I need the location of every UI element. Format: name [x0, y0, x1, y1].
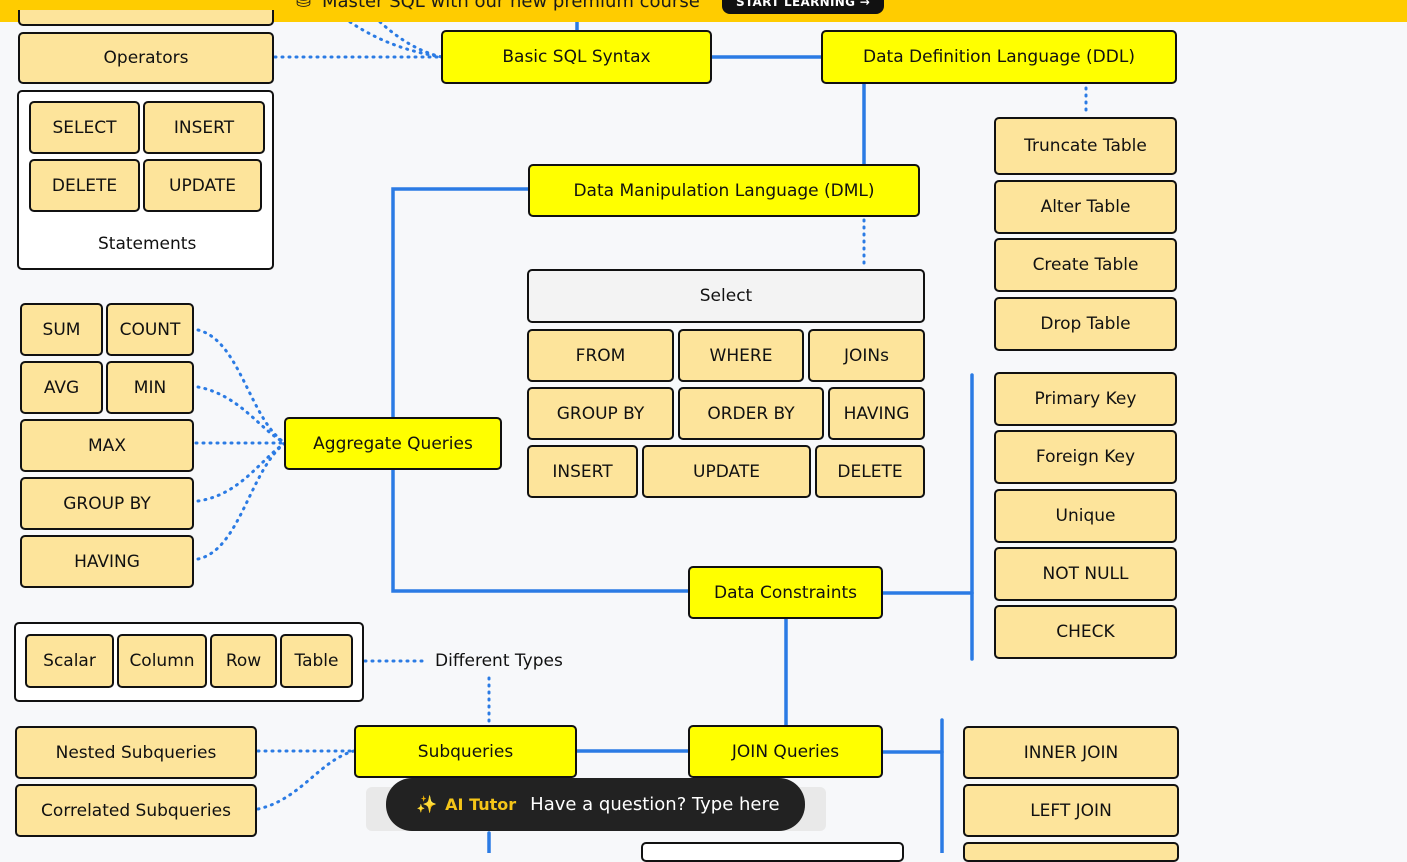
aggregate-queries-node[interactable]: Aggregate Queries: [284, 417, 502, 470]
join-inner-join[interactable]: INNER JOIN: [963, 726, 1179, 779]
ai-tutor-bar[interactable]: ✨ AI Tutor Have a question? Type here: [386, 778, 805, 831]
statement-insert[interactable]: INSERT: [143, 101, 265, 154]
select-group-by[interactable]: GROUP BY: [527, 387, 674, 440]
constraint-foreign-key[interactable]: Foreign Key: [994, 430, 1177, 484]
subquery-type-row[interactable]: Row: [210, 634, 277, 688]
different-types-label: Different Types: [435, 651, 563, 671]
aggregate-max[interactable]: MAX: [20, 419, 194, 472]
select-delete[interactable]: DELETE: [815, 445, 925, 498]
database-icon: ⛁: [296, 0, 312, 12]
aggregate-min[interactable]: MIN: [106, 361, 194, 414]
nested-subqueries-node[interactable]: Nested Subqueries: [15, 726, 257, 779]
aggregate-sum[interactable]: SUM: [20, 303, 103, 356]
promo-banner-label: Master SQL with our new premium course: [322, 0, 700, 12]
select-update[interactable]: UPDATE: [642, 445, 811, 498]
statement-delete[interactable]: DELETE: [29, 159, 140, 212]
aggregate-count[interactable]: COUNT: [106, 303, 194, 356]
subquery-type-table[interactable]: Table: [280, 634, 353, 688]
constraint-check[interactable]: CHECK: [994, 605, 1177, 659]
join-queries-node[interactable]: JOIN Queries: [688, 725, 883, 778]
clipped-node-top-left: [18, 10, 274, 26]
subqueries-node[interactable]: Subqueries: [354, 725, 577, 778]
ddl-truncate-table[interactable]: Truncate Table: [994, 117, 1177, 175]
statement-select[interactable]: SELECT: [29, 101, 140, 154]
subquery-type-column[interactable]: Column: [117, 634, 207, 688]
subquery-type-scalar[interactable]: Scalar: [25, 634, 114, 688]
aggregate-having[interactable]: HAVING: [20, 535, 194, 588]
correlated-subqueries-node[interactable]: Correlated Subqueries: [15, 784, 257, 837]
aggregate-avg[interactable]: AVG: [20, 361, 103, 414]
operators-node[interactable]: Operators: [18, 32, 274, 84]
clipped-bottom-node[interactable]: [641, 842, 904, 862]
select-order-by[interactable]: ORDER BY: [678, 387, 824, 440]
statements-label: Statements: [98, 234, 197, 254]
ddl-create-table[interactable]: Create Table: [994, 238, 1177, 292]
dml-node[interactable]: Data Manipulation Language (DML): [528, 164, 920, 217]
statement-update[interactable]: UPDATE: [143, 159, 262, 212]
constraint-not-null[interactable]: NOT NULL: [994, 547, 1177, 601]
promo-banner-text: ⛁ Master SQL with our new premium course: [296, 0, 700, 13]
magic-wand-icon: ✨: [416, 794, 438, 815]
basic-sql-syntax-node[interactable]: Basic SQL Syntax: [441, 30, 712, 84]
ai-tutor-label: AI Tutor: [445, 795, 517, 814]
ddl-node[interactable]: Data Definition Language (DDL): [821, 30, 1177, 84]
start-learning-button[interactable]: START LEARNING →: [722, 0, 885, 14]
ai-tutor-input[interactable]: Have a question? Type here: [530, 794, 780, 815]
aggregate-group-by[interactable]: GROUP BY: [20, 477, 194, 530]
select-where[interactable]: WHERE: [678, 329, 804, 382]
data-constraints-node[interactable]: Data Constraints: [688, 566, 883, 619]
constraint-unique[interactable]: Unique: [994, 489, 1177, 543]
select-joins[interactable]: JOINs: [808, 329, 925, 382]
ddl-drop-table[interactable]: Drop Table: [994, 297, 1177, 351]
join-left-join[interactable]: LEFT JOIN: [963, 784, 1179, 837]
constraint-primary-key[interactable]: Primary Key: [994, 372, 1177, 426]
join-clipped-node[interactable]: [963, 842, 1179, 862]
promo-banner: ⛁Master SQL with our new premium course …: [0, 0, 1407, 22]
ddl-alter-table[interactable]: Alter Table: [994, 180, 1177, 234]
select-insert[interactable]: INSERT: [527, 445, 638, 498]
select-from[interactable]: FROM: [527, 329, 674, 382]
select-having[interactable]: HAVING: [828, 387, 925, 440]
select-node[interactable]: Select: [527, 269, 925, 323]
